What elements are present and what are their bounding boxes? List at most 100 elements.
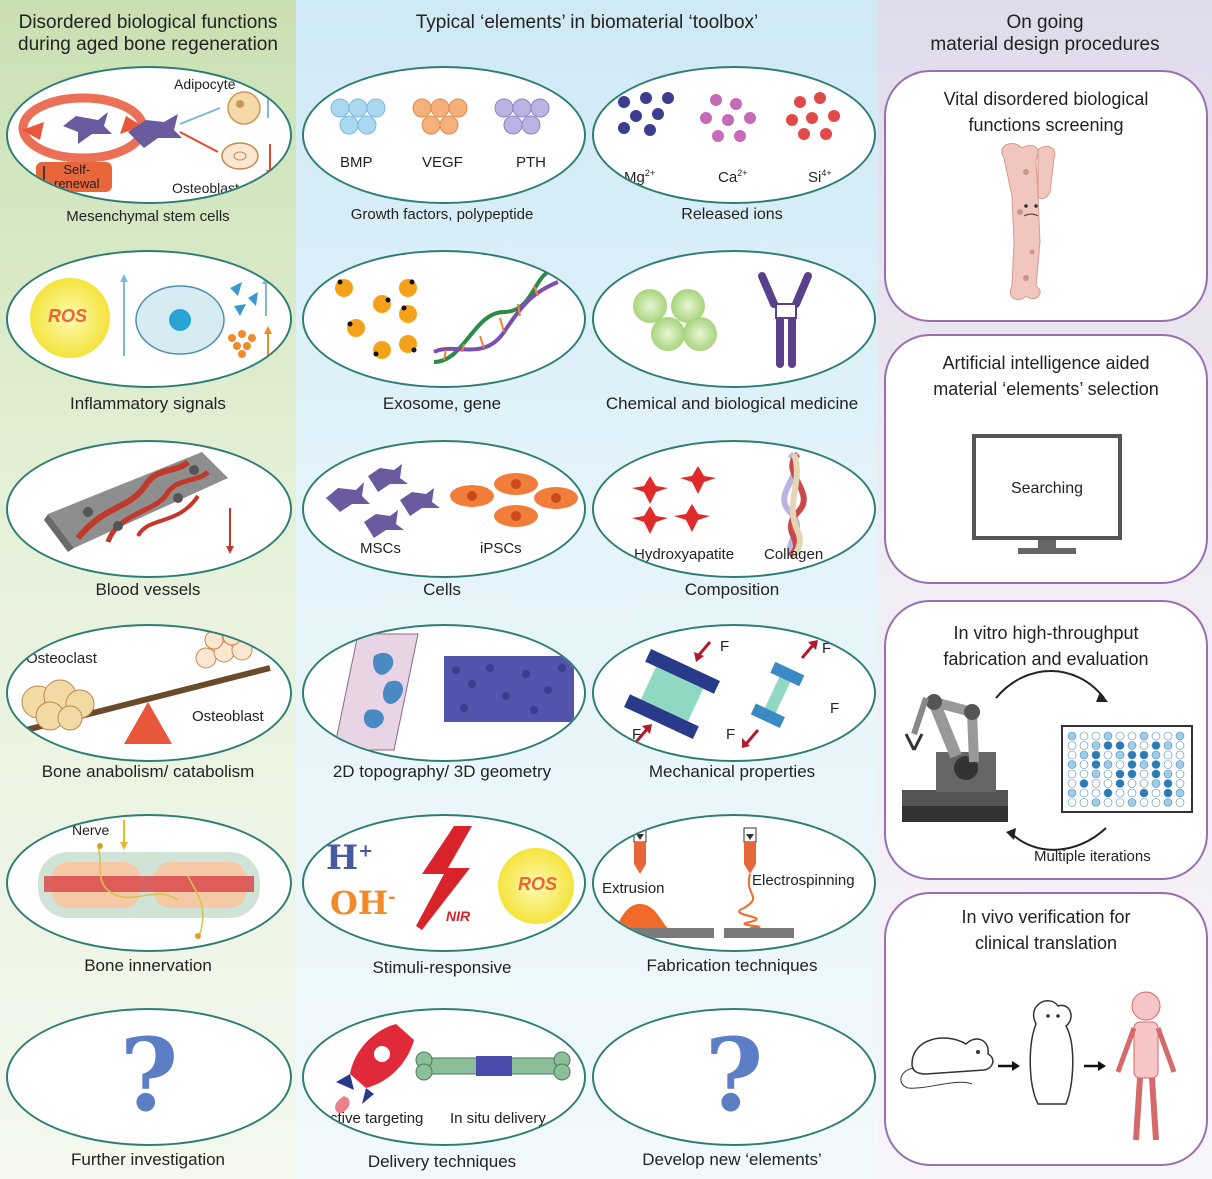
well	[1175, 741, 1185, 750]
step-screening-title: Vital disordered biological functions sc…	[886, 86, 1206, 138]
well	[1163, 741, 1173, 750]
vegf-label: VEGF	[422, 154, 463, 171]
well	[1115, 760, 1125, 769]
bmp-label: BMP	[340, 154, 373, 171]
well	[1127, 779, 1137, 788]
well	[1091, 769, 1101, 779]
well	[1175, 798, 1185, 807]
well	[1163, 760, 1173, 769]
well	[1139, 798, 1149, 807]
blood-vessel-illustration	[44, 452, 234, 554]
well	[1091, 731, 1101, 741]
si-text: Si	[808, 169, 822, 186]
caption-further-investigation: Further investigation	[70, 1150, 226, 1169]
step-ht-title: In vitro high-throughput fabrication and…	[886, 620, 1206, 672]
well	[1067, 798, 1077, 807]
caption-cells: Cells	[423, 580, 461, 599]
well	[1079, 741, 1089, 750]
caption-released-ions: Released ions	[681, 206, 783, 223]
well	[1139, 750, 1149, 760]
well	[1127, 788, 1137, 798]
panel-innervation: Nerve	[6, 814, 292, 952]
panel-further-investigation: ?	[6, 1008, 292, 1146]
mechanical-illustration	[624, 640, 818, 748]
animal-human-illustration	[900, 991, 1177, 1141]
middle-header: Typical ‘elements’ in biomaterial ‘toolb…	[415, 12, 759, 33]
ion-illustration	[618, 92, 840, 142]
well	[1151, 760, 1161, 769]
mscs-label: MSCs	[360, 540, 401, 557]
well	[1079, 731, 1089, 741]
step-ht-line1: In vitro high-throughput	[953, 623, 1139, 643]
well	[1103, 779, 1113, 788]
delivery-illustration	[335, 1024, 571, 1114]
h-sup: +	[358, 840, 374, 862]
oh-sup: -	[388, 886, 396, 908]
osteoclast-label: Osteoclast	[26, 650, 97, 667]
panel-msc: Adipocyte Osteoblast Self- renewal	[6, 66, 292, 204]
pth-label: PTH	[516, 154, 546, 171]
step-in-vivo-line1: In vivo verification for	[961, 907, 1131, 927]
cells-illustration	[326, 464, 578, 538]
left-header-line1: Disordered biological functions	[18, 12, 278, 33]
well	[1103, 750, 1113, 760]
well	[1103, 798, 1113, 807]
caption-composition: Composition	[684, 580, 780, 599]
well	[1115, 779, 1125, 788]
step-screening-line1: Vital disordered biological	[943, 89, 1149, 109]
step-ai-line2: material ‘elements’ selection	[933, 379, 1159, 399]
h-plus-label: H+	[326, 838, 373, 878]
panel-growth-factors: BMP VEGF PTH	[302, 66, 586, 204]
electrospinning-label: Electrospinning	[752, 872, 855, 889]
si-sup: 4+	[821, 168, 832, 178]
panel-stimuli: H+ OH- NIR ROS	[302, 814, 586, 952]
oh-minus-label: OH-	[330, 884, 396, 922]
well	[1067, 750, 1077, 760]
osteoblast-label-seesaw: Osteoblast	[192, 708, 264, 725]
well	[1067, 788, 1077, 798]
well	[1151, 769, 1161, 779]
panel-released-ions: Mg2+ Ca2+ Si4+	[592, 66, 876, 204]
h-text: H	[326, 838, 359, 878]
caption-bone-anabolism: Bone anabolism/ catabolism	[41, 762, 255, 781]
well	[1091, 779, 1101, 788]
panel-develop-new: ?	[592, 1008, 876, 1146]
step-ai-selection: Artificial intelligence aided material ‘…	[884, 334, 1208, 584]
oh-text: OH	[330, 884, 389, 922]
collagen-label: Collagen	[764, 546, 824, 563]
aged-bone-illustration	[1001, 143, 1056, 301]
ros-label: ROS	[48, 306, 88, 326]
step-ht-line2: fabrication and evaluation	[943, 649, 1149, 669]
well	[1127, 769, 1137, 779]
well	[1151, 741, 1161, 750]
well	[1151, 779, 1161, 788]
well	[1115, 798, 1125, 807]
panel-cells: MSCs iPSCs	[302, 440, 586, 578]
msc-illustration	[18, 84, 274, 192]
panel-inflammatory: ROS	[6, 250, 292, 388]
caption-stimuli: Stimuli-responsive	[372, 958, 512, 977]
growth-factor-illustration	[330, 98, 550, 135]
well	[1163, 769, 1173, 779]
well	[1139, 760, 1149, 769]
panel-delivery: Active targeting In situ delivery	[302, 1008, 586, 1146]
innervation-illustration	[38, 820, 260, 939]
well	[1151, 798, 1161, 807]
well	[1067, 760, 1077, 769]
step-in-vivo-line2: clinical translation	[974, 933, 1118, 953]
step-screening-line2: functions screening	[968, 115, 1124, 135]
panel-mechanical: F F F F F	[592, 624, 876, 762]
well	[1175, 779, 1185, 788]
caption-chemical-medicine: Chemical and biological medicine	[605, 394, 859, 413]
mg-label: Mg2+	[624, 168, 655, 186]
ca-label: Ca2+	[718, 168, 747, 186]
step-ai-line1: Artificial intelligence aided	[942, 353, 1150, 373]
mg-sup: 2+	[644, 168, 656, 178]
monitor-icon	[972, 434, 1122, 554]
caption-fabrication: Fabrication techniques	[646, 956, 818, 975]
seesaw-illustration	[21, 626, 271, 744]
well	[1091, 741, 1101, 750]
self-renewal-line1: Self-	[63, 162, 91, 177]
left-header-line2: during aged bone regeneration	[18, 34, 278, 55]
well	[1139, 779, 1149, 788]
